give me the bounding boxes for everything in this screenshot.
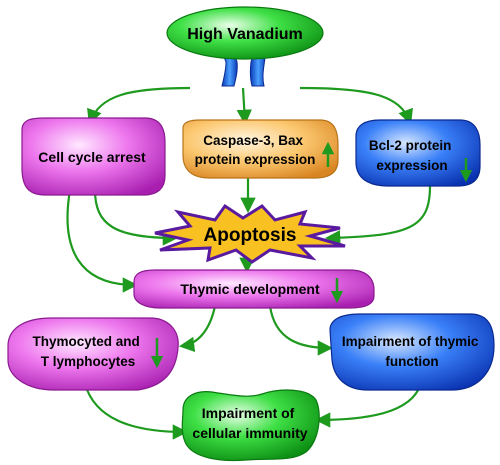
node-impairment-thymic: Impairment of thymic function [329,313,495,391]
node-cell-cycle-arrest: Cell cycle arrest [21,117,166,196]
impairment-cellular-label: Impairment of cellular immunity [192,405,307,441]
arrow-impairment-thymic-to-cellular [314,385,422,428]
cell-cycle-arrest-label: Cell cycle arrest [38,149,146,165]
arrow-vanadium-to-caspase [236,87,252,126]
node-high-vanadium: High Vanadium [166,6,324,60]
arrows [66,86,432,440]
arrow-bcl2-to-apoptosis [324,185,432,246]
arrow-cellcycle-to-thymicdev [66,189,139,293]
thymocytes-label: Thymocyted and T lymphocytes [32,334,143,369]
arrow-cellcycle-to-apoptosis [93,189,179,246]
thymic-development-label: Thymic development [180,281,320,297]
caspase-bax-label: Caspase-3, Bax protein expression [195,133,316,167]
arrow-thymicdev-to-thymocytes [178,305,217,353]
node-apoptosis: Apoptosis [154,203,346,264]
node-impairment-cellular: Impairment of cellular immunity [181,389,320,462]
impairment-thymic-label: Impairment of thymic function [342,334,482,369]
high-vanadium-label: High Vanadium [187,26,303,43]
node-thymocytes: Thymocyted and T lymphocytes [7,317,179,391]
node-thymic-development: Thymic development [133,269,375,309]
node-bcl2: Bcl-2 protein expression [355,119,481,187]
arrow-thymocytes-to-cellular [83,383,189,440]
bcl2-label: Bcl-2 protein expression [369,138,455,173]
arrow-vanadium-to-bcl2 [299,86,413,125]
arrow-vanadium-to-cellcycle [87,86,191,125]
arrow-thymicdev-to-impairment-thymic [268,305,334,356]
node-caspase-bax: Caspase-3, Bax protein expression [182,119,339,179]
apoptosis-label: Apoptosis [204,225,297,246]
